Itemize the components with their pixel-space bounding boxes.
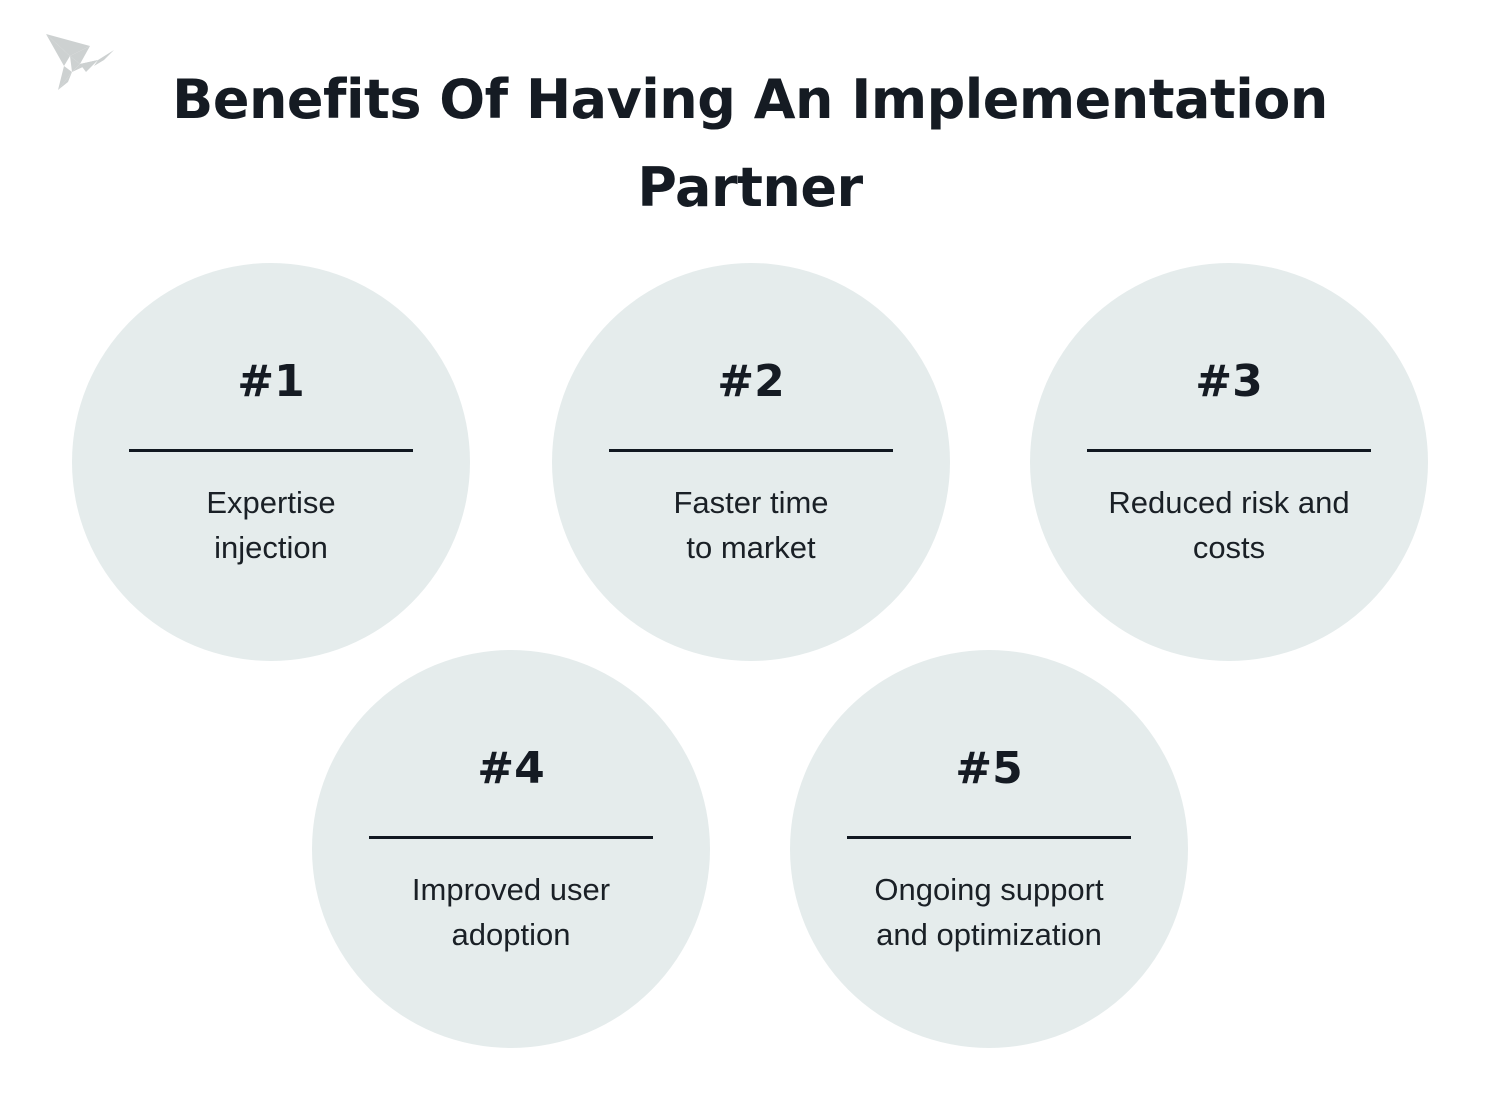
- benefit-label: Ongoing support and optimization: [824, 867, 1154, 957]
- benefit-circle-2: #2 Faster time to market: [552, 263, 950, 661]
- benefit-label-line-2: costs: [1192, 530, 1266, 565]
- benefit-label-line-2: injection: [214, 530, 328, 565]
- benefit-label-line-2: and optimization: [876, 917, 1102, 952]
- benefit-divider: [129, 449, 413, 452]
- benefit-label: Faster time to market: [586, 480, 916, 570]
- origami-bird-logo-icon: [28, 20, 128, 100]
- benefit-label: Expertise injection: [106, 480, 436, 570]
- benefit-number: #2: [717, 356, 785, 407]
- benefit-number: #3: [1195, 356, 1263, 407]
- benefit-label-line-1: Improved user: [411, 872, 611, 907]
- benefit-label-line-1: Reduced risk and: [1108, 485, 1350, 520]
- benefit-label-line-1: Expertise: [206, 485, 336, 520]
- benefit-label-line-1: Ongoing support: [874, 872, 1104, 907]
- benefit-label-line-2: to market: [686, 530, 816, 565]
- page-title-line-1: Benefits Of Having An Implementation: [172, 68, 1328, 131]
- benefit-divider: [369, 836, 653, 839]
- benefit-circle-1: #1 Expertise injection: [72, 263, 470, 661]
- benefit-label-line-2: adoption: [451, 917, 571, 952]
- benefit-circle-4: #4 Improved user adoption: [312, 650, 710, 1048]
- page-title-line-2: Partner: [637, 156, 863, 219]
- benefit-label-line-1: Faster time: [673, 485, 829, 520]
- benefit-label: Reduced risk and costs: [1064, 480, 1394, 570]
- page-title: Benefits Of Having An Implementation Par…: [150, 56, 1350, 232]
- benefit-circle-5: #5 Ongoing support and optimization: [790, 650, 1188, 1048]
- benefit-label: Improved user adoption: [346, 867, 676, 957]
- benefit-number: #5: [955, 743, 1023, 794]
- benefit-number: #1: [237, 356, 305, 407]
- benefit-divider: [1087, 449, 1371, 452]
- benefit-divider: [847, 836, 1131, 839]
- benefit-divider: [609, 449, 893, 452]
- benefit-circle-3: #3 Reduced risk and costs: [1030, 263, 1428, 661]
- benefit-number: #4: [477, 743, 545, 794]
